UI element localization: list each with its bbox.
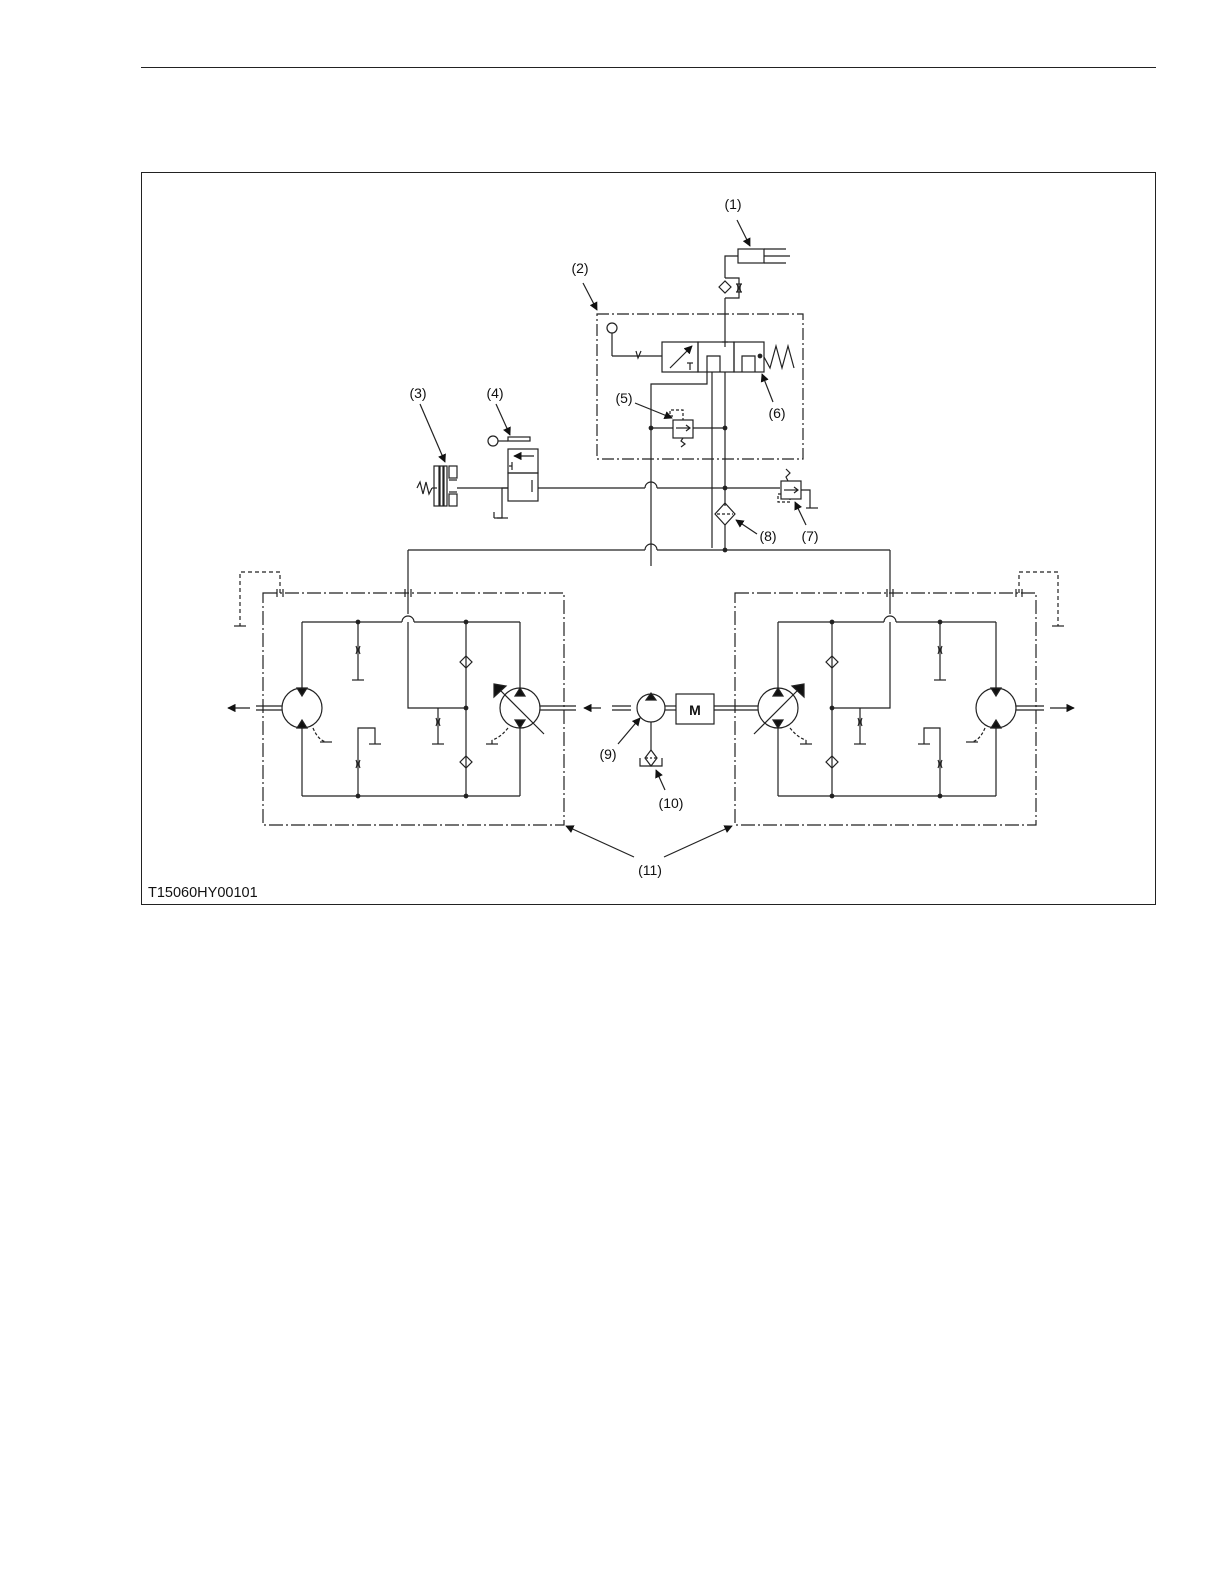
- callout-11: (11): [638, 862, 662, 878]
- check-valve-with-orifice: [719, 278, 742, 342]
- directional-valve-spools: [662, 342, 794, 372]
- right-transmission-loop: [735, 572, 1074, 825]
- oil-filter: [715, 503, 735, 550]
- callout-4: (4): [486, 385, 503, 401]
- suction-strainer: [640, 750, 662, 766]
- left-transmission-loop: [228, 572, 576, 825]
- control-valve-block: [597, 314, 803, 459]
- callout-8: (8): [759, 528, 776, 544]
- callout-1: (1): [724, 196, 741, 212]
- relief-valve-7: [778, 469, 818, 508]
- callout-10: (10): [659, 795, 684, 811]
- callout-5: (5): [615, 390, 632, 406]
- callout-9: (9): [599, 746, 616, 762]
- callout-2: (2): [571, 260, 588, 276]
- brake-assembly: [417, 466, 508, 506]
- motor-label: M: [689, 702, 701, 718]
- hydraulic-cylinder: [725, 249, 790, 278]
- callout-3: (3): [409, 385, 426, 401]
- charge-pump: [584, 693, 676, 750]
- relief-valve-5: [649, 410, 727, 447]
- callout-6: (6): [768, 405, 785, 421]
- lever-handle: [607, 323, 662, 358]
- brake-valve: [488, 436, 780, 518]
- callout-7: (7): [801, 528, 818, 544]
